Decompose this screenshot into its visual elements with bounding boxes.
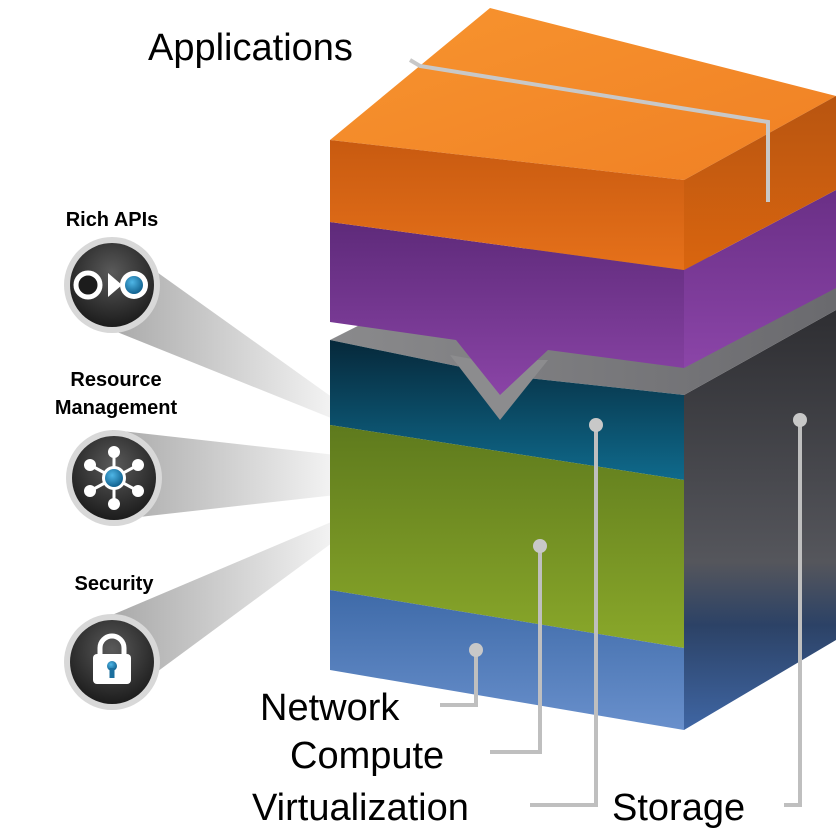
resource-management-label-line1: Resource — [70, 369, 161, 391]
rich-apis-label: Rich APIs — [66, 209, 159, 231]
virtualization-label: Virtualization — [252, 787, 469, 829]
leader-dots — [469, 413, 807, 657]
purple-front-face — [330, 222, 684, 395]
storage-dot — [793, 413, 807, 427]
virtualization-dot — [589, 418, 603, 432]
compute-dot — [533, 539, 547, 553]
applications-front-face — [330, 140, 684, 270]
storage-leader — [784, 420, 802, 807]
applications-leader — [408, 58, 770, 202]
resource-management-label-line2: Management — [55, 397, 178, 419]
applications-side-face — [684, 96, 836, 270]
hub-network-icon — [66, 430, 162, 526]
compute-label: Compute — [290, 735, 444, 777]
leader-lines — [408, 58, 802, 807]
security-label: Security — [75, 573, 155, 595]
network-dot — [469, 643, 483, 657]
feature-beams — [112, 240, 336, 705]
virtualization-leader — [530, 425, 598, 807]
compute-leader — [490, 546, 542, 754]
padlock-icon — [64, 614, 160, 710]
network-label: Network — [260, 687, 400, 729]
beam-resource-management — [112, 430, 336, 520]
purple-layer — [330, 190, 836, 395]
purple-side-face — [684, 190, 836, 368]
beam-rich-apis — [112, 240, 336, 420]
api-connector-icon — [64, 237, 160, 333]
applications-label: Applications — [148, 27, 353, 69]
storage-label: Storage — [612, 787, 745, 829]
beam-security — [112, 520, 336, 705]
network-leader — [440, 650, 478, 707]
